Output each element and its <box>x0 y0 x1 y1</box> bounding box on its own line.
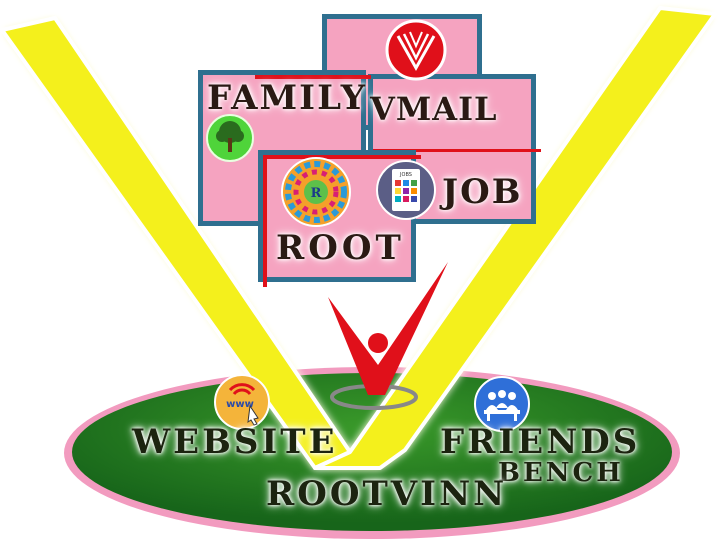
tree-icon <box>206 114 254 162</box>
vmail-logo-icon <box>385 19 447 81</box>
job-board-icon: JOBS <box>376 160 436 220</box>
website-label: WEBSITE <box>132 422 338 462</box>
jobs-text: JOBS <box>399 172 412 178</box>
root-label: ROOT <box>276 228 405 268</box>
root-letter: R <box>311 186 322 201</box>
www-click-icon: www <box>214 374 270 430</box>
bench-label: BENCH <box>498 458 624 488</box>
family-label: FAMILY <box>207 78 368 118</box>
www-text: www <box>226 399 254 410</box>
root-globe-icon: R <box>281 157 351 227</box>
job-label: JOB <box>442 172 523 212</box>
vmail-label: VMAIL <box>370 90 498 128</box>
red-check-icon <box>328 262 448 410</box>
rootvinn-label: ROOTVINN <box>266 474 508 514</box>
yellow-v-shape <box>0 6 717 470</box>
friends-label: FRIENDS <box>440 422 641 462</box>
friends-bench-icon <box>474 376 530 432</box>
